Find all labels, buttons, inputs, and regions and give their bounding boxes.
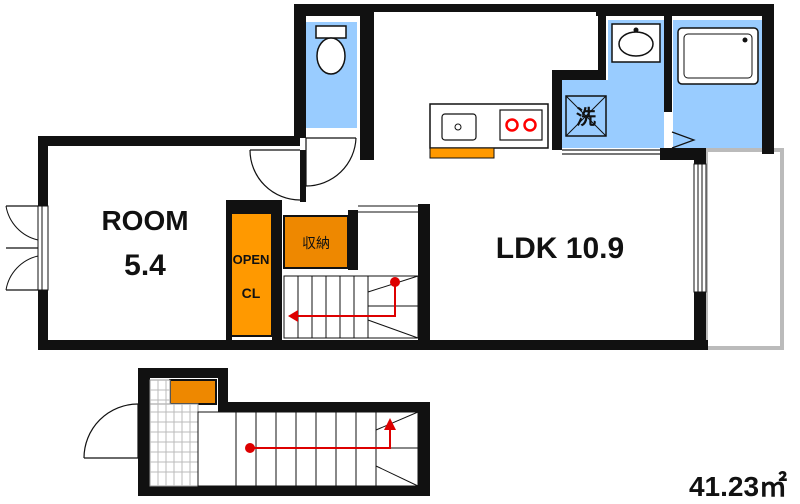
room-name: ROOM	[101, 205, 188, 236]
entrance-tiles	[149, 379, 199, 487]
walls	[38, 4, 774, 496]
sink-icon	[441, 113, 477, 141]
left-window	[5, 205, 49, 291]
kitchen-counter	[429, 103, 549, 159]
stair-arrow-icon	[288, 277, 400, 322]
open-closet	[229, 209, 273, 337]
washer-icon: 洗	[565, 95, 607, 137]
upper-staircase	[283, 205, 419, 339]
open-closet-label-2: CL	[242, 285, 261, 301]
washer-label: 洗	[576, 105, 596, 129]
toilet-icon	[315, 25, 347, 75]
lower-storage	[169, 379, 217, 405]
balcony	[704, 148, 784, 350]
storage-closet	[283, 215, 349, 269]
washbasin-icon	[611, 23, 661, 63]
balcony-door	[693, 163, 707, 293]
washroom-sills	[562, 131, 696, 155]
total-area: 41.23㎡	[689, 470, 787, 502]
stair-arrow-icon	[245, 418, 396, 453]
open-closet-label-1: OPEN	[233, 252, 270, 267]
room-size: 5.4	[124, 249, 166, 282]
ldk-label: LDK 10.9	[496, 232, 624, 265]
cooktop-icon	[499, 109, 543, 141]
storage-label: 収納	[302, 236, 330, 252]
door-swing-icon	[83, 137, 357, 459]
bathtub-icon	[677, 27, 759, 85]
lower-staircase	[197, 411, 419, 487]
